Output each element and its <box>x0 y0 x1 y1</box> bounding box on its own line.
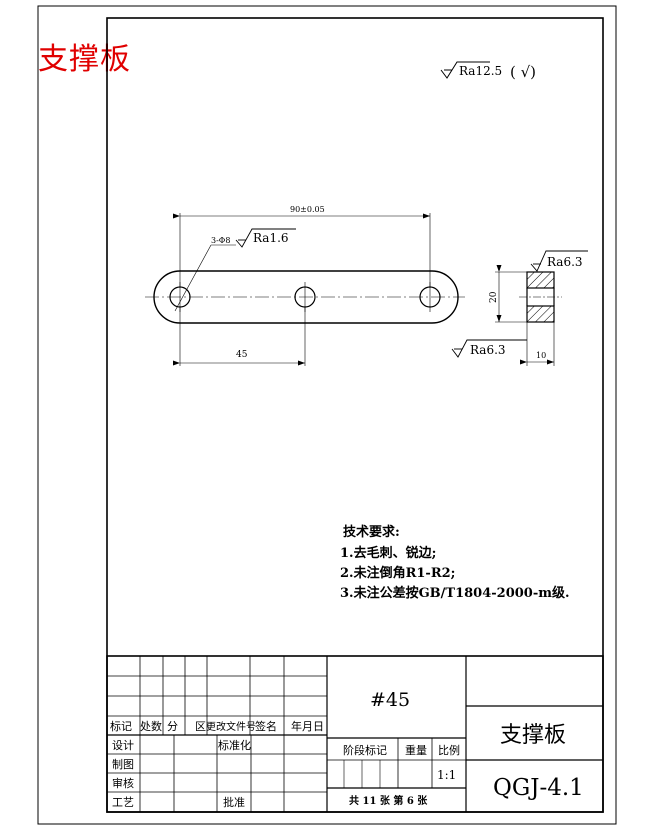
scale-value: 1:1 <box>437 768 456 782</box>
side-view: 20 10 Ra6.3 Ra6.3 <box>451 250 588 366</box>
title-block <box>106 655 604 813</box>
drawing-title-overlay: 支撑板 <box>38 42 131 77</box>
hole-note: 3-Φ8 <box>211 236 230 245</box>
side-section-bottom <box>526 305 555 323</box>
part-name: 支撑板 <box>500 723 566 748</box>
general-roughness-suffix: ( √) <box>510 63 536 81</box>
general-roughness-symbol: Ra12.5 ( √) <box>440 61 536 81</box>
material-label: #45 <box>370 689 410 711</box>
technical-requirements: 技术要求: 1.去毛刺、锐边; 2.未注倒角R1-R2; 3.未注公差按GB/T… <box>340 524 570 601</box>
rev-header-sign: 签名 <box>255 719 277 733</box>
side-roughness-top: Ra6.3 <box>547 255 583 269</box>
outer-border <box>37 5 617 825</box>
tech-req-item-2: 2.未注倒角R1-R2; <box>340 565 455 581</box>
inner-frame <box>106 17 604 813</box>
rev-header-div: 分 <box>167 720 178 733</box>
standardize-label: 标准化 <box>218 738 251 752</box>
row-label-check: 审核 <box>112 776 134 790</box>
hole-roughness-label: Ra1.6 <box>253 231 289 245</box>
front-view: 90±0.05 45 3-Φ8 Ra1.6 <box>145 205 465 366</box>
height-dimension-label: 20 <box>489 291 499 303</box>
rev-header-docno: 更改文件号 <box>206 720 256 733</box>
weight-label: 重量 <box>405 743 427 757</box>
sheet-info: 共 11 张 第 6 张 <box>349 794 428 807</box>
rev-header-count: 处数 <box>140 720 162 733</box>
plate-outline <box>153 270 459 324</box>
side-roughness-bottom: Ra6.3 <box>470 343 506 357</box>
general-roughness-value: Ra12.5 <box>459 64 502 78</box>
drawing-number: QGJ-4.1 <box>493 775 584 801</box>
tech-req-item-3: 3.未注公差按GB/T1804-2000-m级. <box>340 585 570 601</box>
rev-header-zone: 区 <box>195 720 206 733</box>
stage-mark-label: 阶段标记 <box>343 743 387 757</box>
width-dimension-label: 10 <box>536 351 546 360</box>
rev-header-mark: 标记 <box>110 719 132 733</box>
scale-label: 比例 <box>438 743 460 757</box>
side-section-top <box>526 271 555 289</box>
row-label-design: 设计 <box>112 739 134 752</box>
approve-label: 批准 <box>223 795 245 809</box>
tech-req-heading: 技术要求: <box>343 524 400 540</box>
row-label-process: 工艺 <box>112 796 134 809</box>
title-block-text: 标记 处数 分 区 更改文件号 签名 年月日 设计 制图 审核 工艺 标准化 批… <box>110 689 584 809</box>
tech-req-item-1: 1.去毛刺、锐边; <box>340 545 436 561</box>
rev-header-date: 年月日 <box>291 719 324 733</box>
offset-dimension-label: 45 <box>236 350 248 360</box>
row-label-draw: 制图 <box>112 758 134 771</box>
overall-dimension-label: 90±0.05 <box>290 205 325 214</box>
